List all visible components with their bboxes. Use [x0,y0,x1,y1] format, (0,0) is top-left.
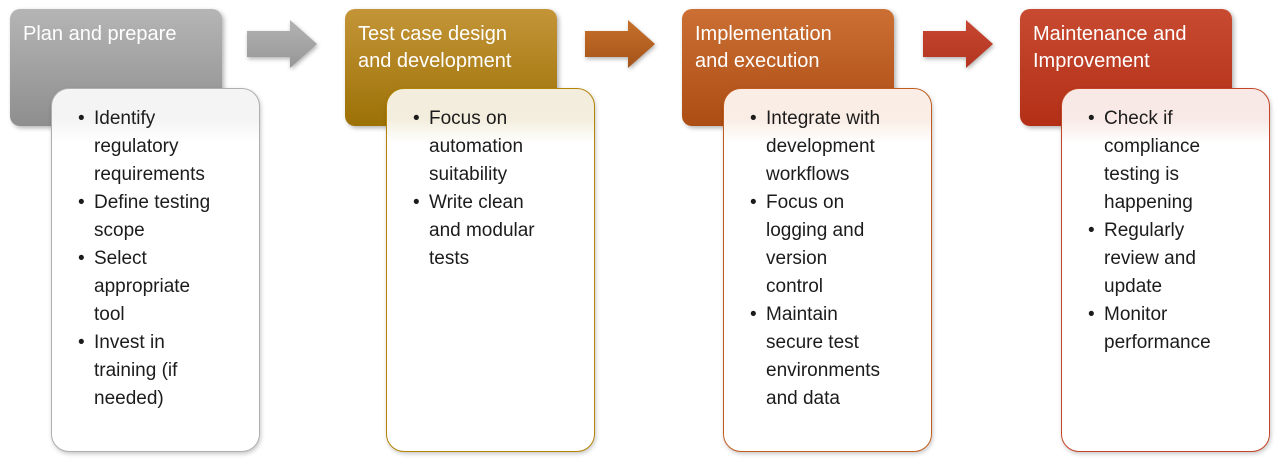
stage-card: • Focus on automation suitability • Writ… [386,88,595,452]
bullet-text: Maintain secure test environments and da… [766,304,881,409]
arrow-implementation-to-maintenance-icon [923,20,993,68]
bullet-marker: • [1088,220,1095,241]
bullet-item: • Define testing scope [78,189,247,245]
bullet-item: • Regularly review and update [1088,217,1257,301]
bullet-marker: • [750,108,757,129]
stage-card: • Integrate with development workflows •… [723,88,932,452]
bullet-marker: • [78,332,85,353]
bullet-item: • Monitor performance [1088,301,1257,357]
arrow-plan-to-design-icon [247,20,317,68]
stage-bullet-list: • Focus on automation suitability • Writ… [387,89,594,273]
stage-plan-and-prepare: • Identify regulatory requirements • Def… [10,0,270,460]
bullet-marker: • [1088,304,1095,325]
bullet-text: Regularly review and update [1104,220,1196,297]
bullet-marker: • [1088,108,1095,129]
bullet-text: Select appropriate tool [94,248,191,325]
stage-maintenance-and-improvement: • Check if compliance testing is happeni… [1020,0,1280,460]
bullet-text: Write clean and modular tests [429,192,535,269]
stage-bullet-list: • Integrate with development workflows •… [724,89,931,413]
bullet-item: • Focus on logging and version control [750,189,919,301]
stage-card: • Identify regulatory requirements • Def… [51,88,260,452]
bullet-item: • Focus on automation suitability [413,105,582,189]
stage-test-case-design-and-development: • Focus on automation suitability • Writ… [345,0,605,460]
arrow-design-to-implementation-icon [585,20,655,68]
bullet-text: Monitor performance [1104,304,1211,353]
bullet-item: • Maintain secure test environments and … [750,301,919,413]
stage-implementation-and-execution: • Integrate with development workflows •… [682,0,942,460]
bullet-marker: • [78,192,85,213]
stage-card: • Check if compliance testing is happeni… [1061,88,1270,452]
bullet-text: Check if compliance testing is happening [1104,108,1201,213]
bullet-text: Identify regulatory requirements [94,108,205,185]
bullet-marker: • [413,192,420,213]
bullet-item: • Check if compliance testing is happeni… [1088,105,1257,217]
bullet-item: • Invest in training (if needed) [78,329,247,413]
bullet-text: Integrate with development workflows [766,108,881,185]
bullet-text: Focus on logging and version control [766,192,865,297]
bullet-item: • Integrate with development workflows [750,105,919,189]
bullet-text: Define testing scope [94,192,211,241]
stage-title: Plan and prepare [23,23,177,45]
bullet-item: • Identify regulatory requirements [78,105,247,189]
bullet-item: • Select appropriate tool [78,245,247,329]
bullet-marker: • [750,304,757,325]
stage-bullet-list: • Check if compliance testing is happeni… [1062,89,1269,357]
bullet-marker: • [413,108,420,129]
bullet-marker: • [78,108,85,129]
bullet-marker: • [78,248,85,269]
bullet-text: Focus on automation suitability [429,108,524,185]
stage-title: Test case design and development [358,23,512,72]
bullet-marker: • [750,192,757,213]
bullet-text: Invest in training (if needed) [94,332,178,409]
stage-bullet-list: • Identify regulatory requirements • Def… [52,89,259,413]
bullet-item: • Write clean and modular tests [413,189,582,273]
stage-title: Implementation and execution [695,23,832,72]
stage-title: Maintenance and Improvement [1033,23,1187,72]
